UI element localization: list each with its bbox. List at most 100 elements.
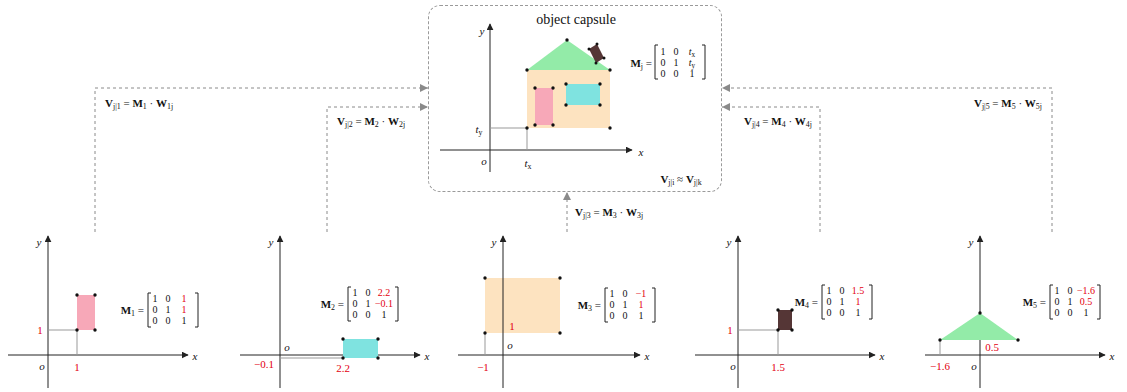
matrix-entry: 0: [166, 316, 171, 326]
subscript: j: [641, 62, 643, 71]
text-part: 0: [610, 299, 615, 310]
corner-dot: [558, 276, 561, 279]
part-panel: yxo11M1 =101011001: [4, 232, 220, 388]
axis-label: y: [37, 237, 42, 248]
symbol: M: [321, 298, 331, 310]
matrix-bracket: [869, 285, 872, 319]
corner-dot: [75, 328, 78, 331]
matrix-entry: 1: [166, 305, 171, 315]
matrix-entry: −0.1: [375, 299, 393, 309]
matrix-entry: 1: [182, 294, 187, 304]
text-part: 0: [661, 57, 666, 68]
matrix-entry: 1: [674, 58, 679, 68]
text-part: 0: [674, 68, 679, 79]
matrix-entry: −1.6: [1077, 286, 1095, 296]
symbol: M: [364, 115, 374, 127]
subscript: y: [479, 128, 483, 137]
text-part: x: [880, 350, 885, 362]
text-part: 0.5: [985, 341, 999, 353]
origin-label: o: [39, 361, 45, 372]
text-part: 0: [166, 293, 171, 304]
house-roof: [527, 40, 610, 70]
subscript: 3: [613, 211, 617, 220]
matrix-entry: 1: [690, 69, 695, 79]
matrix-bracket: [148, 293, 151, 327]
text-part: 0: [623, 310, 628, 321]
subscript: j|3: [583, 211, 591, 220]
text-part: =: [809, 296, 818, 308]
text-part: 0: [353, 298, 358, 309]
text-part: 0: [840, 285, 845, 296]
text-part: −1: [636, 288, 647, 299]
text-part: 0: [623, 288, 628, 299]
text-part: 1: [623, 299, 628, 310]
y-axis: [280, 236, 281, 388]
text-part: ·: [147, 97, 156, 109]
text-part: 1: [661, 46, 666, 57]
edge-label: Vj|3 = M3 · W3j: [575, 207, 643, 218]
text-part: 0: [827, 307, 832, 318]
text-part: 0: [674, 46, 679, 57]
subscript: 4j: [806, 120, 812, 129]
matrix-label: Mj =: [630, 58, 652, 69]
window-part: [343, 339, 378, 358]
matrix-entry: 0: [153, 305, 158, 315]
offset-guide: [940, 340, 941, 355]
corner-dot: [564, 103, 567, 106]
text-part: x: [645, 350, 650, 362]
matrix-entry: 0: [840, 308, 845, 318]
symbol: W: [1025, 97, 1036, 109]
origin-label: o: [481, 156, 487, 167]
text-part: 1: [1084, 307, 1089, 318]
text-part: =: [760, 115, 772, 127]
symbol: M: [121, 304, 131, 316]
text-part: 1: [639, 310, 644, 321]
corner-dot: [483, 331, 486, 334]
text-part: =: [335, 298, 344, 310]
text-part: 1: [74, 361, 80, 373]
house-body: [527, 70, 610, 128]
matrix-bracket: [655, 45, 658, 79]
axis-label: y: [727, 237, 732, 248]
text-part: 0: [1055, 307, 1060, 318]
text-part: 1: [639, 299, 644, 310]
matrix-entry: 1: [840, 297, 845, 307]
text-part: o: [39, 360, 45, 372]
text-part: o: [481, 155, 487, 167]
matrix-label: M3 =: [578, 300, 601, 311]
text-part: 0: [153, 304, 158, 315]
text-part: 0: [153, 315, 158, 326]
tick-label: 1: [727, 325, 733, 336]
text-part: −1: [477, 361, 489, 373]
offset-guide: [490, 128, 527, 150]
matrix-entry: 1: [661, 47, 666, 57]
tick-label: 1.5: [771, 362, 785, 373]
axis-label: x: [880, 351, 885, 362]
matrix-entry: 0: [610, 300, 615, 310]
text-part: 0: [366, 309, 371, 320]
axis-label: x: [425, 351, 430, 362]
subscript: j|5: [982, 102, 990, 111]
text-part: =: [990, 97, 1002, 109]
origin-label: o: [507, 340, 513, 351]
text-part: 1: [690, 68, 695, 79]
matrix-entry: 1: [856, 308, 861, 318]
matrix-entry: 1: [153, 294, 158, 304]
text-part: object capsule: [536, 12, 616, 27]
symbol: M: [602, 206, 612, 218]
matrix-label: M2 =: [321, 299, 344, 310]
matrix-bracket: [1097, 285, 1100, 319]
symbol: W: [156, 97, 167, 109]
axis-label: x: [645, 351, 650, 362]
corner-dot: [525, 126, 528, 129]
text-part: 0: [353, 309, 358, 320]
text-part: 1: [182, 293, 187, 304]
roof-part: [940, 313, 1018, 340]
house-window: [566, 84, 600, 105]
text-part: 1: [509, 320, 515, 332]
corner-dot: [603, 57, 606, 60]
tick-label: 2.2: [336, 363, 350, 374]
text-part: =: [121, 97, 133, 109]
y-axis: [503, 236, 504, 388]
